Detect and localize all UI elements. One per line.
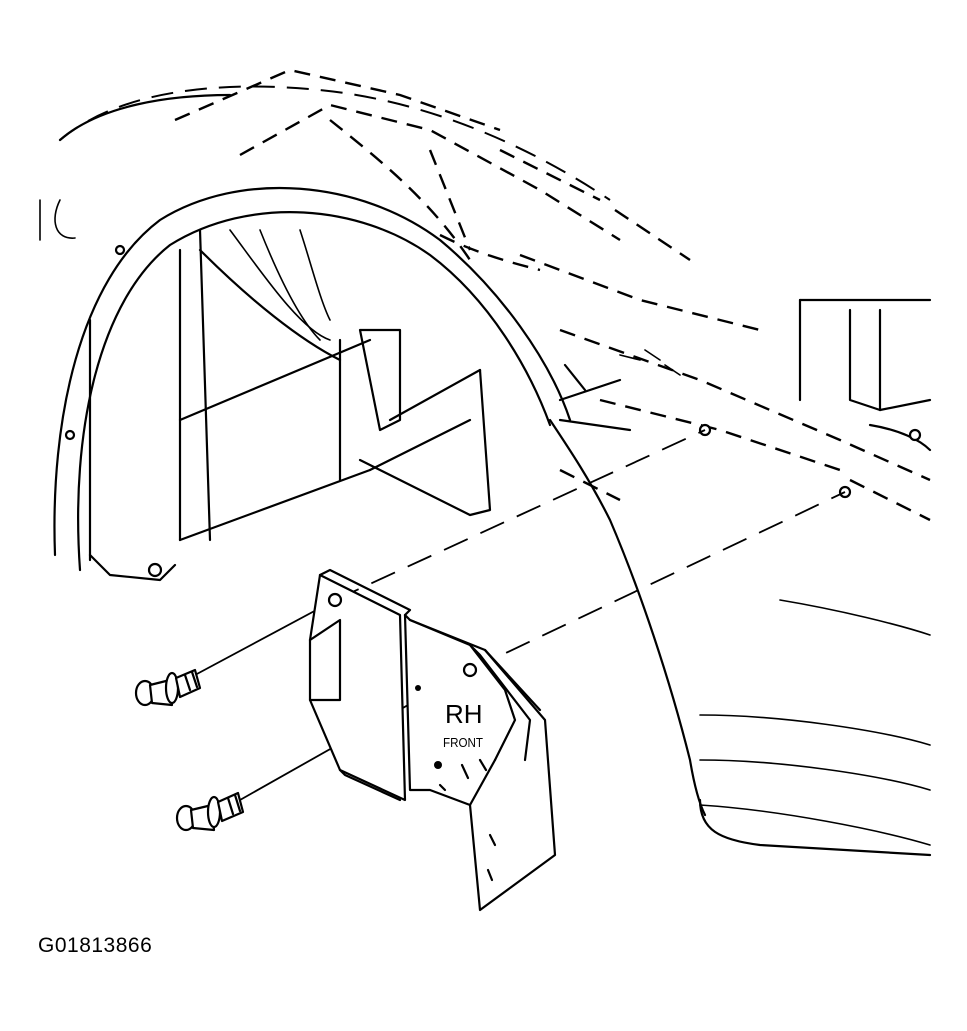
- fender-edge: [548, 349, 707, 817]
- push-pin-retainer-lower: [175, 791, 245, 832]
- wheel-well-liner: [53, 186, 572, 582]
- vehicle-body-outline: [39, 68, 931, 522]
- bracket-sub-marking: FRONT: [443, 735, 483, 750]
- bracket-rh-marking: RH: [445, 699, 483, 729]
- front-bumper-fascia: [698, 298, 932, 857]
- figure-id-label: G01813866: [38, 934, 153, 957]
- splash-shield-bracket: RH FRONT: [308, 568, 557, 912]
- push-pin-retainer-upper: [134, 668, 202, 707]
